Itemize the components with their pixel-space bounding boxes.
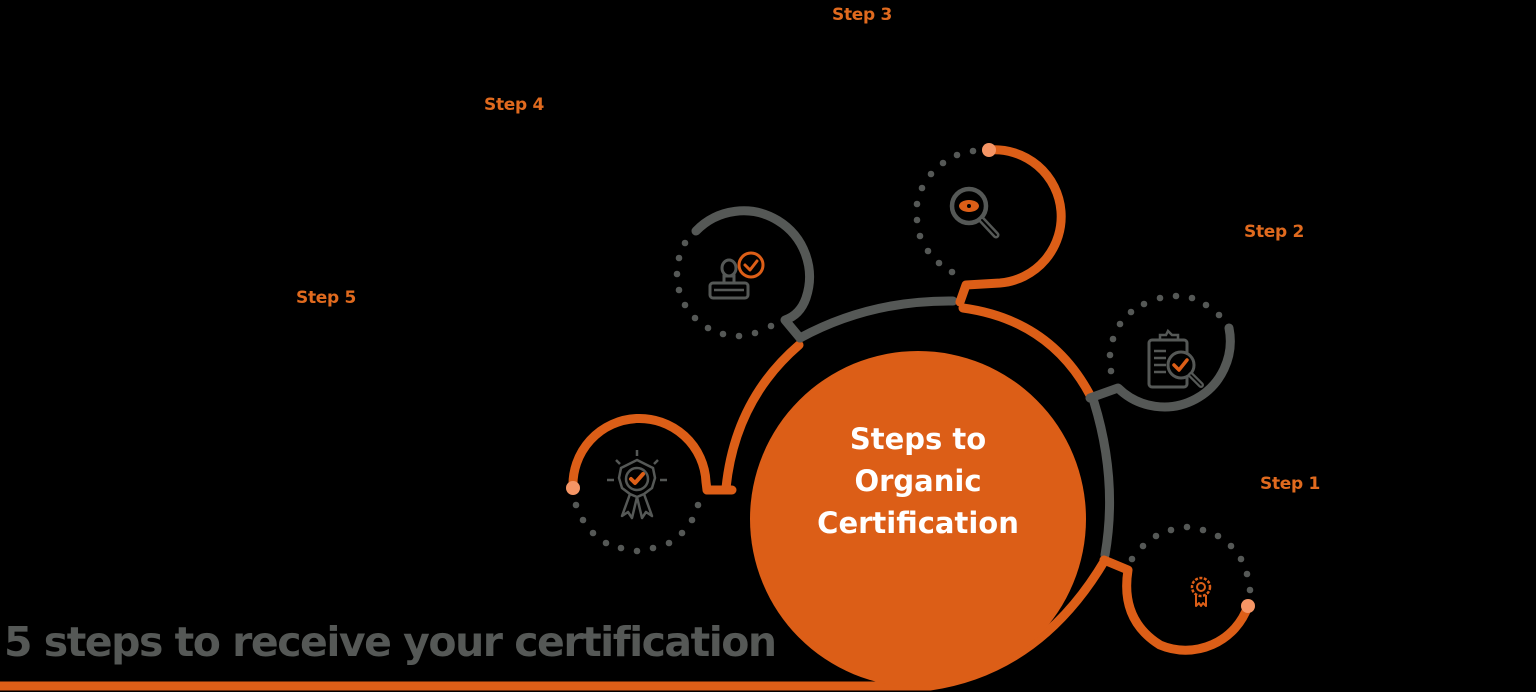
center-title-line-2: Organic — [854, 464, 982, 498]
center-title-line-3: Certification — [817, 506, 1019, 540]
step-3-label: Step 3 — [832, 5, 893, 25]
ring-segment-top-right — [958, 303, 1095, 400]
step-2-node — [1085, 292, 1235, 412]
step-1-node — [1099, 523, 1255, 655]
stamp-check-icon — [708, 251, 765, 300]
ring-segment-top-left — [795, 296, 958, 343]
step-3-node — [913, 143, 1066, 307]
step-5-node — [566, 413, 737, 555]
magnifier-eye-icon — [949, 186, 1000, 239]
clipboard-search-check-icon — [1147, 328, 1204, 389]
step-1-label: Step 1 — [1260, 474, 1321, 494]
subtitle: 5 steps to receive your certification — [4, 618, 777, 666]
center-title-line-1: Steps to — [849, 422, 987, 456]
step-4-label: Step 4 — [484, 95, 545, 115]
certificate-ribbon-check-icon — [607, 450, 667, 520]
ring-segment-right — [1089, 397, 1115, 560]
step-4-node — [673, 206, 814, 343]
step-2-label: Step 2 — [1244, 222, 1305, 242]
center-title: Steps to Organic Certification — [770, 418, 1066, 544]
award-badge-icon — [1190, 576, 1212, 607]
step-5-label: Step 5 — [296, 288, 357, 308]
center-disk — [750, 351, 1086, 687]
